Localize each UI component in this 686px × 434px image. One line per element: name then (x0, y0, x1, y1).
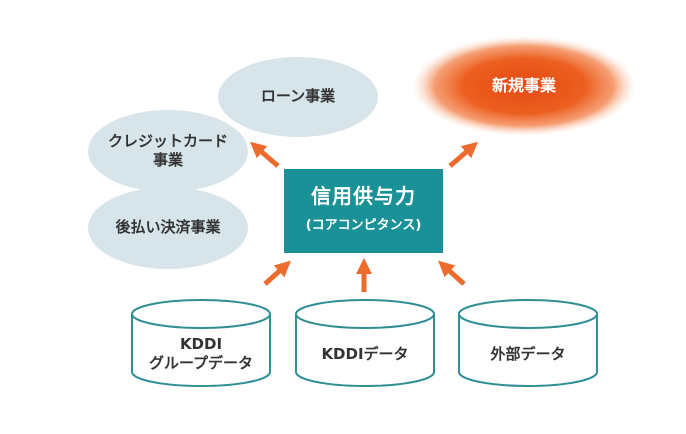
kddi-data-label: KDDIデータ (321, 345, 409, 364)
core-competence-box (284, 169, 443, 253)
new-business-glow (412, 36, 636, 136)
credit-card-business-label: クレジットカード 事業 (107, 131, 228, 170)
loan-business-label: ローン事業 (260, 87, 336, 106)
bubble-credit-card (88, 110, 248, 192)
arrow-from-kddi-group (263, 260, 291, 286)
arrow-to-credit-card (249, 141, 280, 168)
core-title: 信用供与力 (311, 184, 416, 208)
kddi-group-data-label: KDDI グループデータ (148, 334, 254, 373)
db-kddi-group (131, 299, 271, 387)
new-business-label: 新規事業 (491, 75, 556, 95)
deferred-payment-business-label: 後払い決済事業 (115, 218, 221, 237)
external-data-label: 外部データ (490, 345, 566, 364)
db-kddi (295, 299, 435, 387)
core-subtitle: (コアコンピタンス) (305, 217, 422, 233)
bubble-loan (218, 57, 378, 137)
db-external (458, 299, 598, 387)
arrow-to-new-business (448, 141, 479, 168)
arrow-from-external (438, 260, 466, 286)
bubble-deferred-payment (88, 187, 248, 269)
